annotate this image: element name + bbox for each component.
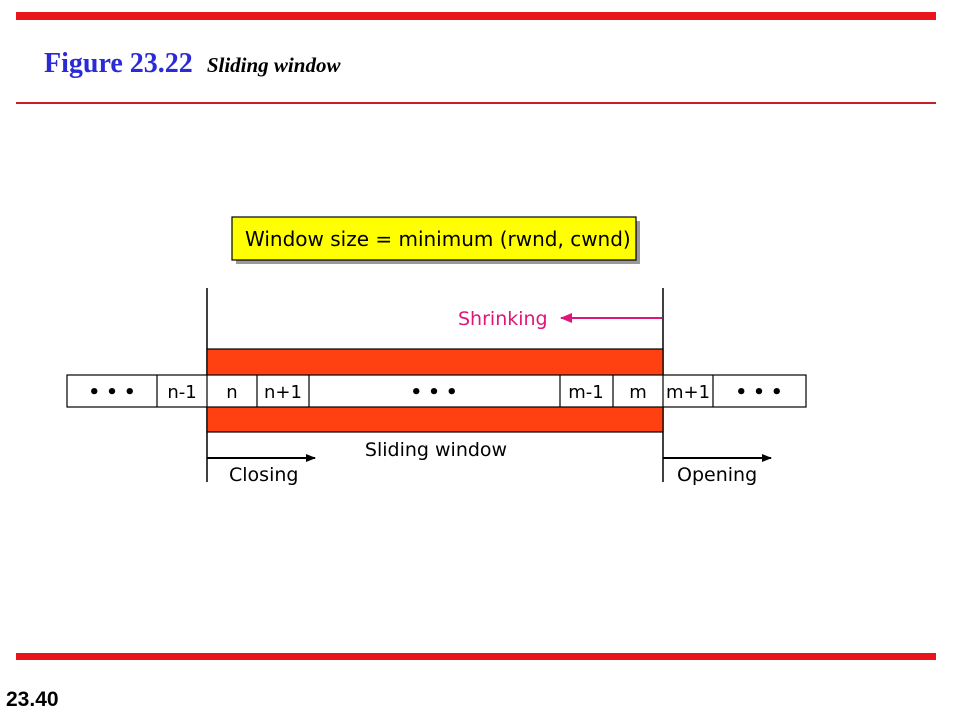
shrinking-label: Shrinking bbox=[458, 308, 548, 330]
figure-title: Figure 23.22 Sliding window bbox=[44, 48, 340, 80]
opening-label: Opening bbox=[677, 464, 757, 486]
sliding-window-label: Sliding window bbox=[365, 439, 507, 461]
byte-cell-label: n bbox=[226, 382, 237, 403]
title-underline-rule bbox=[16, 102, 936, 104]
closing-label: Closing bbox=[229, 464, 298, 486]
formula-box bbox=[231, 216, 637, 261]
byte-cell-label: n+1 bbox=[264, 382, 302, 403]
page-number: 23.40 bbox=[6, 688, 59, 711]
byte-cell-label: • • • bbox=[735, 382, 782, 403]
byte-cell-label: n-1 bbox=[167, 382, 196, 403]
figure-caption: Sliding window bbox=[206, 53, 341, 77]
bottom-rule bbox=[16, 653, 936, 660]
byte-cell-label: • • • bbox=[410, 382, 457, 403]
byte-cell-label: m bbox=[629, 382, 647, 403]
top-rule bbox=[16, 12, 936, 20]
byte-strip bbox=[66, 374, 807, 408]
window-size-formula: Window size = minimum (rwnd, cwnd) bbox=[245, 227, 631, 251]
byte-cell-label: m-1 bbox=[568, 382, 603, 403]
byte-cell-label: m+1 bbox=[666, 382, 710, 403]
figure-number: Figure 23.22 bbox=[44, 48, 193, 79]
byte-cell-label: • • • bbox=[88, 382, 135, 403]
